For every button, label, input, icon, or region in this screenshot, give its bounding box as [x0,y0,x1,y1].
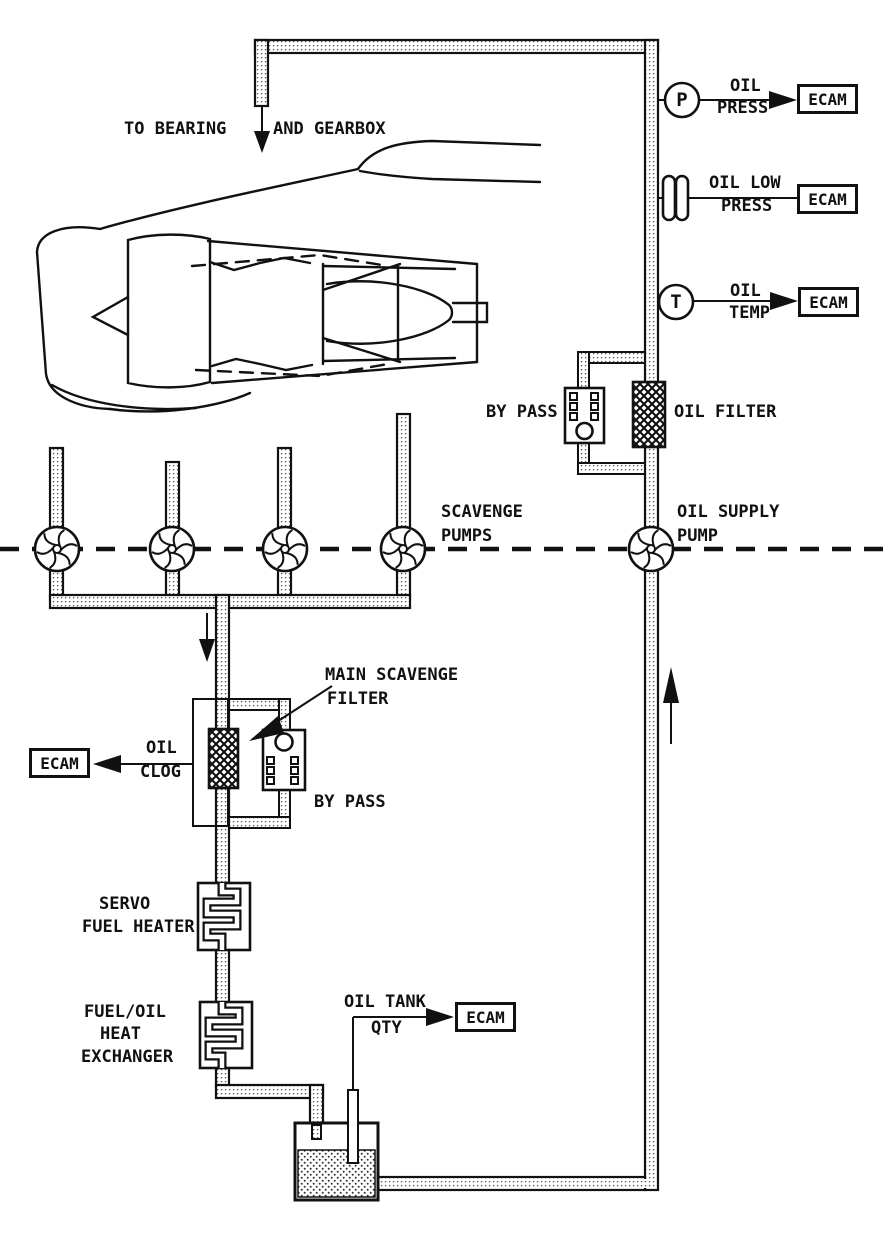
flow-arrow-to-bearing [254,106,270,153]
label-oil-low-press-1: OIL LOW [709,173,781,193]
oil-supply-pump-icon [627,525,675,573]
label-servo-fuel-heater-2: FUEL HEATER [82,917,195,937]
label-fuel-oil-he-2: HEAT [100,1024,141,1044]
ecam-box-oil-press: ECAM [797,84,858,114]
label-oil-tank-qty-1: OIL TANK [344,992,426,1012]
label-servo-fuel-heater-1: SERVO [99,894,151,914]
ecam-text: ECAM [808,189,847,209]
ecam-text: ECAM [809,292,848,312]
label-fuel-oil-he-3: EXCHANGER [81,1047,174,1067]
label-main-scavenge-filter-2: FILTER [327,689,389,709]
fuel-oil-heat-exchanger-symbol [198,1000,254,1070]
label-oil-press-2: PRESS [717,98,769,118]
ecam-box-oil-tank-qty: ECAM [455,1002,516,1032]
oil-tank-qty-probe [347,1008,454,1164]
label-oil-temp-2: TEMP [729,303,770,323]
oil-tank [293,1121,380,1202]
engine-cutaway-drawing [35,139,542,413]
label-oil-temp-1: OIL [730,281,761,301]
oil-temperature-sensor [657,283,798,321]
ecam-text: ECAM [466,1007,505,1027]
label-oil-tank-qty-2: QTY [371,1018,402,1038]
ecam-text: ECAM [808,89,847,109]
label-to-bearing: TO BEARING [124,119,227,139]
ecam-box-oil-temp: ECAM [798,287,859,317]
bypass-valve-scavenge [261,728,307,792]
label-bypass-supply: BY PASS [486,402,558,422]
label-scavenge-pumps-1: SCAVENGE [441,502,523,522]
label-and-gearbox: AND GEARBOX [273,119,386,139]
label-fuel-oil-he-1: FUEL/OIL [84,1002,166,1022]
servo-fuel-heater-symbol [196,881,252,952]
label-oil-clog-2: CLOG [140,762,181,782]
main-scavenge-filter-pointer [249,685,333,741]
oil-supply-line [253,38,660,1192]
temperature-sensor-letter: T [670,291,682,313]
ecam-box-oil-clog: ECAM [29,748,90,778]
label-bypass-scavenge: BY PASS [314,792,386,812]
scavenge-pump-icon-2 [148,525,196,573]
label-main-scavenge-filter-1: MAIN SCAVENGE [325,665,459,685]
ecam-box-oil-low-press: ECAM [797,184,858,214]
oil-clog-signal [93,755,193,773]
flow-arrow-scavenge-return [199,613,215,662]
flow-arrow-supply-up [663,667,679,744]
label-oil-low-press-2: PRESS [721,196,773,216]
main-scavenge-filter-element [207,727,240,790]
bypass-valve-supply [563,386,606,445]
label-oil-filter: OIL FILTER [674,402,777,422]
scavenge-pump-icon-4 [379,525,427,573]
oil-low-pressure-switch [658,174,797,222]
label-oil-supply-pump-2: PUMP [677,526,718,546]
label-oil-press-1: OIL [730,76,761,96]
label-oil-clog-1: OIL [146,738,177,758]
label-oil-supply-pump-1: OIL SUPPLY [677,502,780,522]
pressure-sensor-letter: P [676,89,688,111]
ecam-text: ECAM [40,753,79,773]
label-scavenge-pumps-2: PUMPS [441,526,493,546]
scavenge-pump-icon-1 [33,525,81,573]
oil-pressure-sensor [658,81,797,119]
scavenge-pump-icon-3 [261,525,309,573]
oil-filter-element [631,380,667,449]
